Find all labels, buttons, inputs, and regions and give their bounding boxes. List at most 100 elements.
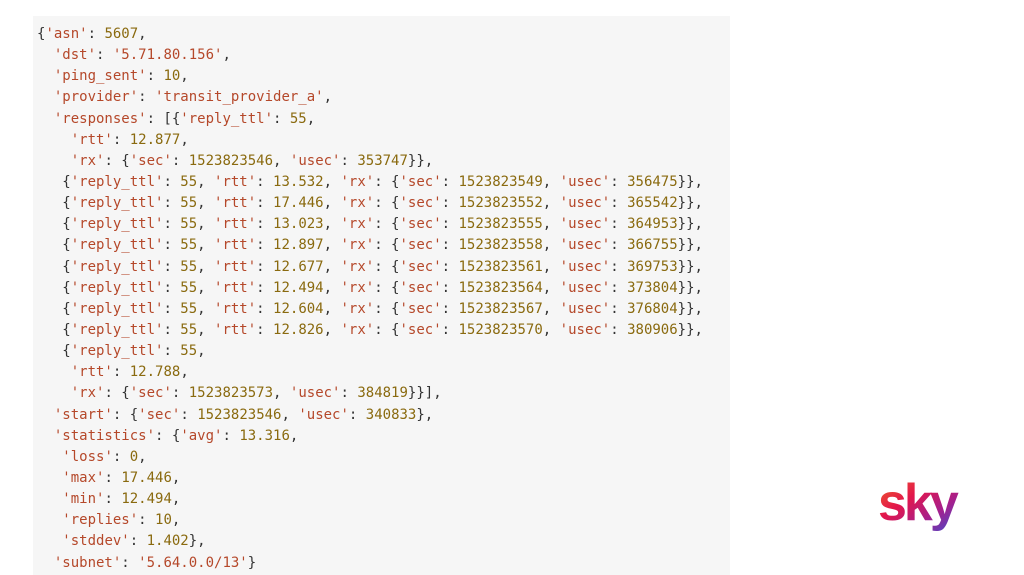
code-punctuation: ,: [323, 300, 341, 317]
code-punctuation: :: [222, 427, 240, 444]
code-number: 1523823567: [458, 300, 543, 317]
code-punctuation: :: [256, 195, 274, 212]
code-string: 'reply_ttl': [180, 110, 274, 127]
code-string: 'responses': [53, 110, 147, 127]
code-punctuation: }},: [677, 279, 703, 296]
code-punctuation: :: [163, 216, 181, 233]
code-line: {'reply_ttl': 55, 'rtt': 17.446, 'rx': {…: [37, 193, 703, 214]
code-punctuation: :: [163, 195, 181, 212]
code-punctuation: ,: [273, 385, 290, 402]
code-punctuation: :: [340, 152, 358, 169]
code-string: 'reply_ttl': [70, 300, 164, 317]
code-number: 373804: [627, 279, 678, 296]
code-punctuation: }},: [677, 195, 703, 212]
code-punctuation: ,: [197, 195, 215, 212]
code-string: 'sec': [399, 237, 442, 254]
code-punctuation: :: [610, 173, 628, 190]
code-line: {'reply_ttl': 55,: [37, 341, 703, 362]
code-punctuation: [37, 512, 62, 528]
code-string: 'usec': [289, 152, 341, 169]
code-string: 'usec': [559, 195, 611, 212]
code-punctuation: :: [163, 321, 181, 338]
code-block: {'asn': 5607, 'dst': '5.71.80.156', 'pin…: [37, 24, 703, 574]
code-number: 12.877: [129, 131, 181, 148]
code-number: 55: [180, 300, 198, 317]
code-string: 'usec': [559, 216, 611, 233]
code-number: 1523823558: [458, 237, 543, 254]
code-punctuation: :: [104, 469, 122, 486]
code-line: {'reply_ttl': 55, 'rtt': 13.023, 'rx': {…: [37, 214, 703, 235]
code-punctuation: :: [441, 300, 459, 317]
code-string: 'rtt': [70, 131, 113, 148]
code-number: 12.677: [273, 258, 324, 275]
code-string: '5.71.80.156': [112, 47, 223, 64]
code-number: 340833: [365, 406, 417, 423]
code-line: 'dst': '5.71.80.156',: [37, 45, 703, 66]
code-number: 366755: [627, 237, 678, 254]
code-punctuation: : {: [374, 173, 400, 190]
code-punctuation: : {: [374, 258, 400, 275]
code-string: 'usec': [559, 258, 611, 275]
code-punctuation: ,: [306, 110, 316, 127]
code-number: 13.532: [273, 173, 324, 190]
code-punctuation: :: [610, 216, 628, 233]
code-number: 1523823573: [188, 385, 274, 402]
code-punctuation: ,: [542, 258, 560, 275]
code-punctuation: ,: [542, 279, 560, 296]
code-punctuation: {: [37, 216, 71, 233]
code-string: 'rtt': [214, 321, 257, 338]
code-line: {'reply_ttl': 55, 'rtt': 13.532, 'rx': {…: [37, 172, 703, 193]
code-punctuation: : {: [155, 427, 181, 444]
code-line: 'max': 17.446,: [37, 468, 703, 489]
code-line: 'replies': 10,: [37, 510, 703, 531]
code-punctuation: :: [163, 279, 181, 296]
code-punctuation: :: [129, 533, 147, 550]
code-punctuation: ,: [138, 26, 147, 42]
code-number: 10: [163, 68, 181, 85]
code-punctuation: [37, 470, 62, 486]
code-string: 'rx': [340, 173, 375, 190]
code-line: 'ping_sent': 10,: [37, 66, 703, 87]
code-string: 'reply_ttl': [70, 258, 164, 275]
code-punctuation: {: [37, 26, 46, 42]
code-punctuation: ,: [197, 258, 215, 275]
code-punctuation: ,: [542, 216, 560, 233]
code-punctuation: :: [441, 321, 459, 338]
code-punctuation: [37, 132, 71, 148]
code-punctuation: {: [37, 258, 71, 275]
code-punctuation: ,: [542, 195, 560, 212]
code-punctuation: }},: [677, 173, 703, 190]
code-punctuation: }},: [677, 321, 703, 338]
code-number: 55: [180, 173, 198, 190]
code-punctuation: ,: [281, 406, 299, 423]
code-string: 'start': [53, 406, 113, 423]
code-punctuation: : {: [374, 321, 400, 338]
code-punctuation: [37, 491, 62, 507]
code-punctuation: }},: [677, 216, 703, 233]
code-punctuation: ,: [222, 47, 231, 64]
code-string: 'transit_provider_a': [155, 89, 324, 106]
code-punctuation: ,: [197, 279, 215, 296]
code-string: 'reply_ttl': [70, 216, 164, 233]
code-line: 'subnet': '5.64.0.0/13'}: [37, 553, 703, 574]
code-string: 'sec': [129, 385, 172, 402]
code-string: 'min': [62, 491, 105, 508]
code-line: {'reply_ttl': 55, 'rtt': 12.494, 'rx': {…: [37, 278, 703, 299]
code-string: 'sec': [129, 152, 172, 169]
code-punctuation: : {: [374, 279, 400, 296]
code-string: 'rx': [340, 279, 375, 296]
code-punctuation: : {: [112, 406, 139, 423]
code-string: 'loss': [62, 448, 113, 465]
code-punctuation: :: [348, 406, 366, 423]
code-punctuation: : {: [374, 195, 400, 212]
code-punctuation: :: [180, 406, 198, 423]
code-number: 10: [155, 512, 172, 529]
code-number: 12.494: [121, 491, 172, 508]
code-punctuation: [37, 47, 54, 63]
code-punctuation: [37, 364, 71, 380]
code-string: 'replies': [62, 512, 139, 529]
code-line: 'loss': 0,: [37, 447, 703, 468]
code-string: 'rtt': [214, 237, 257, 254]
code-punctuation: {: [37, 237, 71, 254]
code-punctuation: [37, 533, 62, 549]
